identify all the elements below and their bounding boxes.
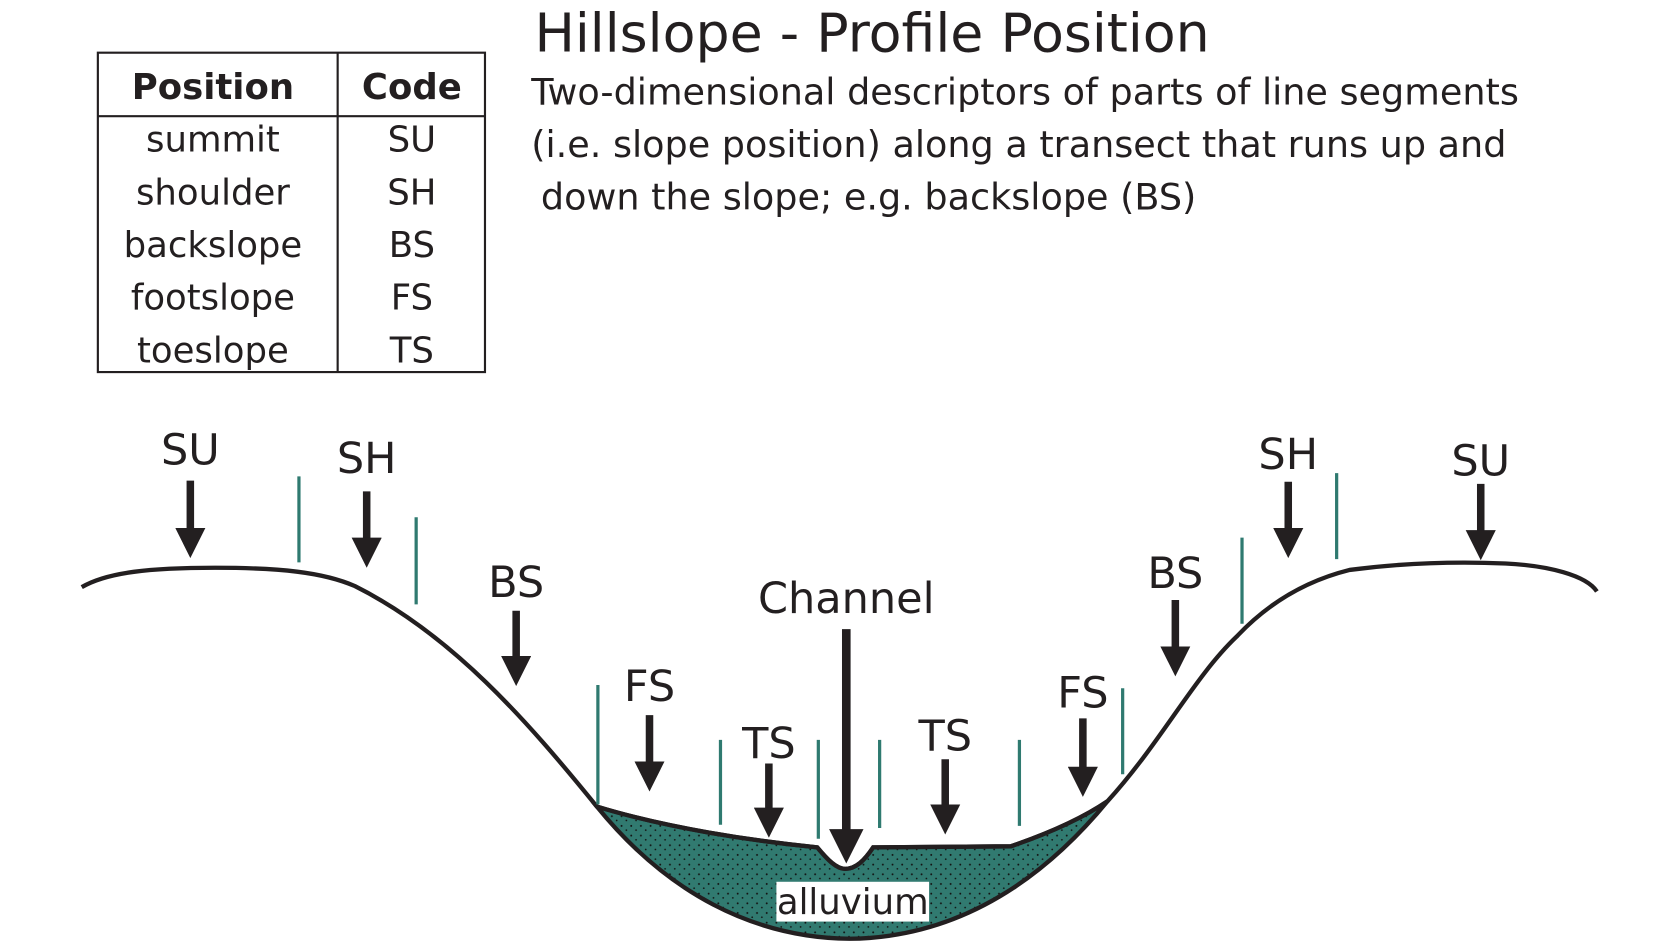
cell-position: footslope <box>131 278 295 319</box>
hillslope-profile-line <box>80 560 1599 872</box>
cell-code: SH <box>387 172 436 213</box>
page-title: Hillslope - Profile Position <box>534 2 1209 65</box>
cell-code: TS <box>389 330 434 371</box>
label-fs: FS <box>1057 669 1108 719</box>
alluvium-label: alluvium <box>777 882 929 923</box>
description-line-1: Two-dimensional descriptors of parts of … <box>530 70 1519 113</box>
label-channel: Channel <box>758 574 935 624</box>
cell-code: FS <box>391 278 433 319</box>
description-line-3: down the slope; e.g. backslope (BS) <box>541 176 1196 219</box>
position-arrows <box>175 480 1496 864</box>
alluvium-label-box <box>776 881 930 922</box>
cell-position: backslope <box>124 225 303 266</box>
label-su: SU <box>161 426 220 476</box>
label-su: SU <box>1451 436 1510 486</box>
header-code: Code <box>362 67 462 108</box>
label-ts: TS <box>741 719 796 769</box>
label-sh: SH <box>337 434 397 484</box>
cell-position: toeslope <box>137 330 289 371</box>
position-code-table: Position Code summit SU shoulder SH back… <box>96 51 487 374</box>
label-ts: TS <box>917 712 972 762</box>
description-line-2: (i.e. slope position) along a transect t… <box>531 123 1506 166</box>
cell-code: BS <box>389 225 435 266</box>
label-bs: BS <box>1147 549 1203 599</box>
cell-position: summit <box>146 120 280 161</box>
segment-dividers <box>297 473 1339 839</box>
label-sh: SH <box>1258 430 1318 480</box>
label-bs: BS <box>488 558 544 608</box>
position-labels: SU SH BS FS TS Channel TS FS BS SH SU <box>161 426 1510 770</box>
label-fs: FS <box>624 662 675 712</box>
cell-code: SU <box>388 120 436 161</box>
cell-position: shoulder <box>136 172 290 213</box>
header-position: Position <box>132 67 294 108</box>
